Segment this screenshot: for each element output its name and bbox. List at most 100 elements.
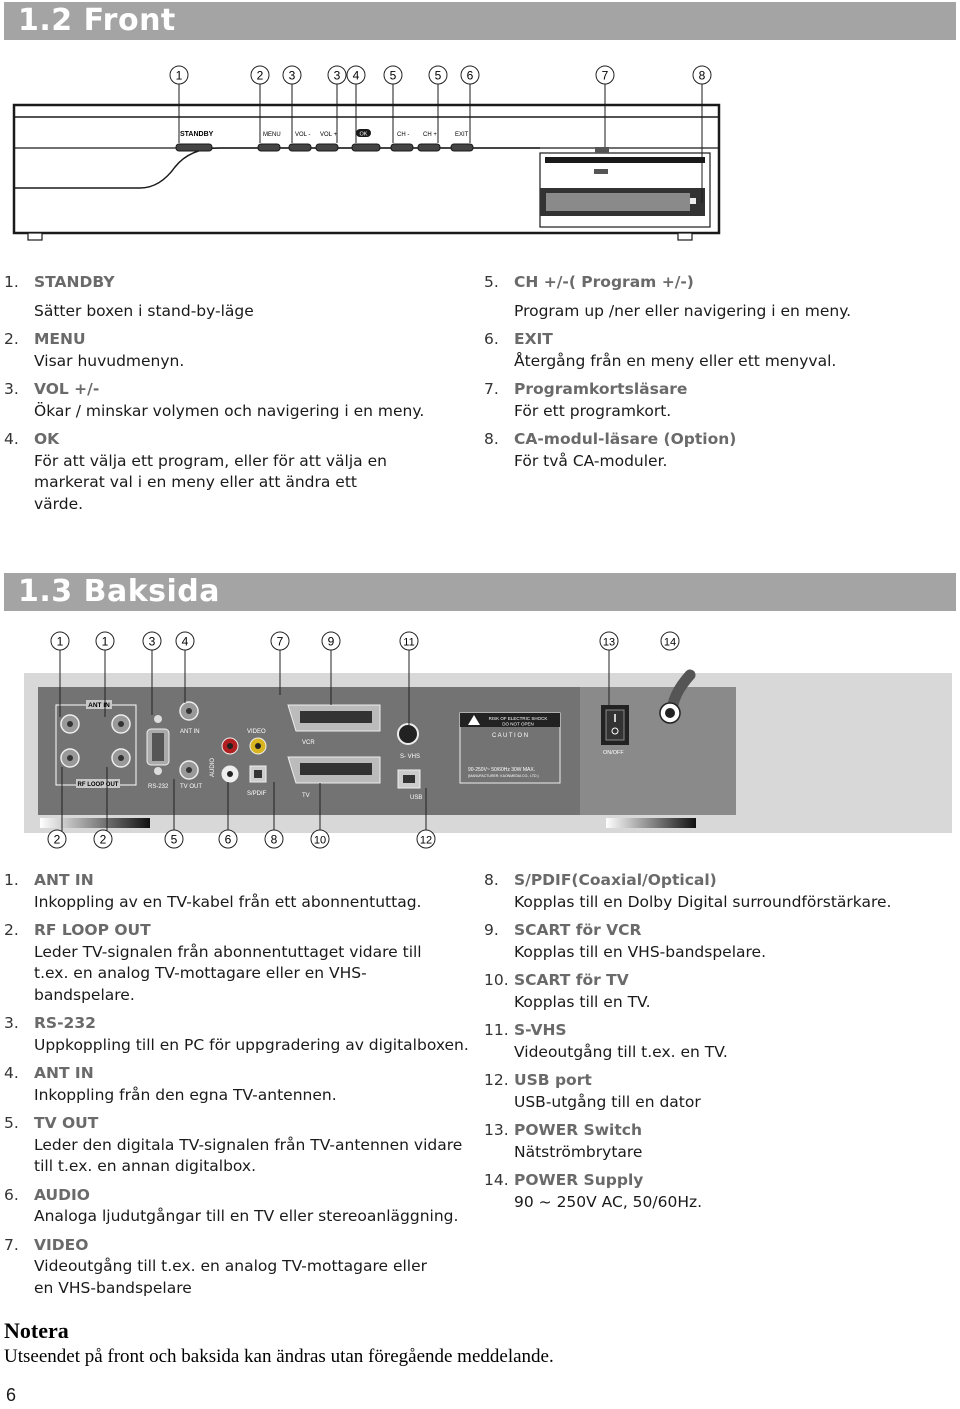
rear-callouts-bottom: 2 2 5 6 8 10 12: [47, 829, 436, 849]
panel-label-menu: MENU: [263, 132, 281, 138]
rear-callout: 12: [416, 829, 436, 849]
rear-callout-label: 2: [100, 833, 107, 847]
rear-callout-label: 7: [277, 635, 284, 649]
item-label: USB port: [514, 1071, 592, 1089]
item-label: POWER Supply: [514, 1171, 644, 1189]
item-description: Uppkoppling till en PC för uppgradering …: [34, 1035, 469, 1054]
panel-label-spdif: S/PDIF: [247, 791, 267, 797]
note-title: Notera: [4, 1318, 69, 1343]
rear-callout: 8: [264, 829, 284, 849]
front-callout-label: 5: [390, 69, 397, 83]
item-label: EXIT: [514, 330, 553, 348]
item-number: 8.: [484, 430, 499, 448]
page-number: 6: [6, 1385, 17, 1405]
front-callout: 5: [383, 65, 403, 85]
front-callout: 4: [346, 65, 366, 85]
panel-label-vcr: VCR: [302, 740, 315, 746]
item-number: 12.: [484, 1071, 509, 1089]
front-callout-label: 8: [699, 69, 706, 83]
rear-callout-label: 6: [225, 833, 232, 847]
front-callout-label: 6: [467, 69, 474, 83]
front-callout-label: 1: [176, 69, 183, 83]
front-callout-label: 7: [602, 69, 609, 83]
item-label: CA-modul-läsare (Option): [514, 430, 737, 448]
list-item: 3.VOL +/-Ökar / minskar volymen och navi…: [4, 379, 454, 422]
panel-label-ant-in: ANT IN: [180, 729, 200, 735]
section-banner-back: 1.3 Baksida: [4, 573, 956, 611]
item-number: 1.: [4, 871, 19, 889]
rear-callout-label: 9: [328, 635, 335, 649]
front-panel-diagram: 1 2 3 3 4 5 5 6 7 8 STANDBY MENU VOL - V…: [12, 65, 721, 241]
panel-label-ch-minus: CH -: [397, 132, 409, 138]
item-number: 7.: [484, 380, 499, 398]
panel-label-vol-plus: VOL +: [320, 132, 337, 138]
item-description: Nätströmbrytare: [514, 1142, 643, 1161]
rear-power-switch: ON/OFF: [601, 705, 629, 756]
item-description: Återgång från en meny eller ett menyval.: [514, 351, 837, 370]
rear-callout: 6: [218, 829, 238, 849]
front-callout: 6: [460, 65, 480, 85]
item-description: 90 ~ 250V AC, 50/60Hz.: [514, 1192, 703, 1211]
front-callout: 5: [428, 65, 448, 85]
item-description: Kopplas till en Dolby Digital surroundfö…: [514, 892, 892, 911]
front-callouts: 1 2 3 3 4 5 5 6 7 8: [169, 65, 712, 85]
rear-callout: 3: [142, 631, 162, 651]
item-description: Leder TV-signalen från abonnentuttaget v…: [34, 942, 422, 1004]
rear-callout-label: 5: [171, 833, 178, 847]
item-description: Kopplas till en TV.: [514, 992, 651, 1011]
rear-leader-lines: [59, 650, 610, 831]
rear-callout: 2: [93, 829, 113, 849]
rear-callout: 9: [321, 631, 341, 651]
front-callout-label: 2: [257, 69, 264, 83]
item-description: Ökar / minskar volymen och navigering i …: [34, 401, 425, 420]
item-number: 8.: [484, 871, 499, 889]
front-callout-label: 3: [289, 69, 296, 83]
item-label: CH +/-( Program +/-): [514, 273, 694, 291]
panel-label-ok: OK: [360, 132, 368, 138]
item-label: S-VHS: [514, 1021, 567, 1039]
list-item: 8.S/PDIF(Coaxial/Optical)Kopplas till en…: [484, 870, 954, 913]
rear-callout: 13: [599, 631, 619, 651]
front-callout-label: 3: [334, 69, 341, 83]
rear-svhs-usb: S- VHS USB: [397, 723, 422, 801]
panel-label-power-rating: 90-250V~ 50/60Hz 30W MAX.: [468, 767, 535, 773]
rear-callout-label: 4: [182, 635, 189, 649]
rear-tuner-block: ANT IN TV OUT: [179, 701, 202, 790]
item-description: För två CA-moduler.: [514, 451, 668, 470]
back-list-right: 8.S/PDIF(Coaxial/Optical)Kopplas till en…: [484, 870, 954, 1220]
panel-label-tv-out: TV OUT: [180, 784, 202, 790]
rear-callout: 10: [310, 829, 330, 849]
item-description: Program up /ner eller navigering i en me…: [514, 301, 852, 320]
panel-label-caution: C A U T I O N: [492, 733, 528, 739]
rear-callout-label: 1: [102, 635, 109, 649]
rear-av-block: VIDEO AUDIO S/PDIF: [210, 729, 267, 797]
rear-panel-diagram: 1 1 3 4 7 9 11 13 14 ANT IN RF LOOP OUT: [24, 631, 952, 849]
panel-label-usb: USB: [410, 795, 422, 801]
item-number: 2.: [4, 921, 19, 939]
item-label: TV OUT: [34, 1114, 99, 1132]
item-number: 4.: [4, 1064, 19, 1082]
panel-label-ch-plus: CH +: [423, 132, 437, 138]
panel-label-video: VIDEO: [247, 729, 266, 735]
item-description: Visar huvudmenyn.: [34, 351, 185, 370]
item-description: Inkoppling från den egna TV-antennen.: [34, 1085, 337, 1104]
item-description: Sätter boxen i stand-by-läge: [34, 301, 254, 320]
panel-label-rf-loop-out: RF LOOP OUT: [78, 782, 119, 788]
rear-callout: 11: [399, 631, 419, 651]
rear-callout-label: 10: [314, 835, 326, 847]
rear-callout: 14: [660, 631, 680, 651]
front-callout-label: 5: [435, 69, 442, 83]
item-description: Analoga ljudutgångar till en TV eller st…: [34, 1207, 459, 1225]
item-label: VIDEO: [34, 1235, 89, 1254]
item-label: SCART för TV: [514, 971, 629, 989]
item-label: POWER Switch: [514, 1121, 642, 1139]
rear-callout: 1: [50, 631, 70, 651]
item-description: Videoutgång till t.ex. en analog TV-mott…: [34, 1257, 428, 1297]
